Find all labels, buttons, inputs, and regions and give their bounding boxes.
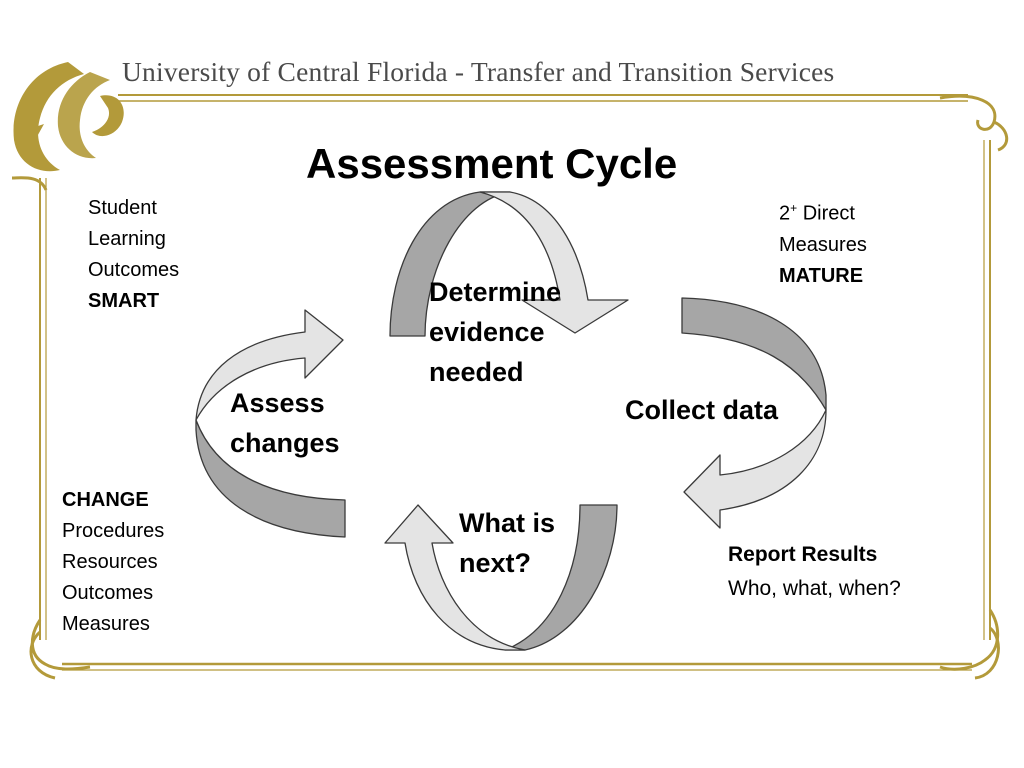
note-line: Student xyxy=(88,197,157,219)
note-emphasis: MATURE xyxy=(779,264,864,287)
note-emphasis: Report Results xyxy=(728,543,878,566)
frame-flourish-top-right xyxy=(939,94,1009,152)
ucf-logo xyxy=(13,62,124,172)
header-title: University of Central Florida - Transfer… xyxy=(122,56,835,87)
measure-superscript: + xyxy=(790,201,798,215)
arrow-top xyxy=(389,191,629,337)
note-line: Resources xyxy=(62,551,158,573)
arrow-right-dark-band xyxy=(681,297,827,411)
stage-text-line: next? xyxy=(459,548,532,578)
note-line: 2+ Direct xyxy=(779,193,867,230)
stage-text-line: Collect data xyxy=(625,395,779,425)
frame-flourish-bottom-right xyxy=(939,609,1000,680)
note-line: Procedures xyxy=(62,520,165,542)
frame-flourish-bottom-left xyxy=(29,619,91,680)
note-emphasis: SMART xyxy=(88,290,160,312)
stage-text-line: needed xyxy=(429,357,524,387)
stage-text-line: Assess xyxy=(230,388,325,418)
note-line: Measures xyxy=(62,613,150,635)
stage-what-is-next: What is next? xyxy=(459,503,555,583)
note-report-results: Report Results Who, what, when? xyxy=(728,538,901,606)
arrow-left-dark-band xyxy=(195,419,346,538)
stage-text-line: evidence xyxy=(429,317,545,347)
note-line: Outcomes xyxy=(62,582,154,604)
frame-flourish-left xyxy=(11,176,48,191)
note-line: Outcomes xyxy=(88,259,180,281)
arrow-left-light-band xyxy=(195,309,344,421)
stage-text-line: What is xyxy=(459,508,556,538)
note-direct-measures: 2+ Direct Measures MATURE xyxy=(779,193,867,292)
note-line: Measures xyxy=(779,233,867,256)
measure-rest: Direct xyxy=(797,202,855,225)
stage-text-line: Determine xyxy=(429,277,562,307)
arrow-right xyxy=(681,297,827,529)
arrow-left xyxy=(195,309,346,538)
note-line: Who, what, when? xyxy=(728,577,901,600)
stage-determine-evidence: Determine evidence needed xyxy=(429,272,561,392)
arrow-top-light-band xyxy=(479,191,629,334)
note-change: CHANGE Procedures Resources Outcomes Mea… xyxy=(62,485,164,640)
diagram-title: Assessment Cycle xyxy=(306,140,678,187)
arrow-bottom-light-band xyxy=(384,504,526,651)
arrow-right-light-band xyxy=(683,409,827,529)
stage-text-line: changes xyxy=(230,428,340,458)
note-emphasis: CHANGE xyxy=(62,489,149,511)
arrow-bottom xyxy=(384,504,618,651)
measure-count: 2 xyxy=(779,202,791,225)
note-learning-outcomes: Student Learning Outcomes SMART xyxy=(88,193,179,317)
stage-collect-data: Collect data xyxy=(625,390,778,430)
note-line: Learning xyxy=(88,228,166,250)
gold-frame xyxy=(39,94,991,671)
stage-assess-changes: Assess changes xyxy=(230,383,340,463)
